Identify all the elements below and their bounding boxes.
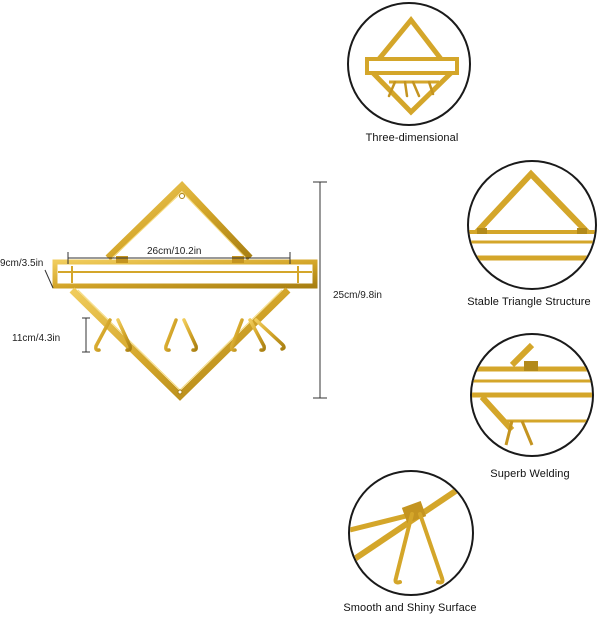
detail-smooth-shiny-surface	[348, 470, 474, 596]
lower-triangle-frame	[69, 287, 291, 401]
feature-caption: Three-dimensional	[365, 132, 459, 144]
main-product-view: 9cm/3.5in 26cm/10.2in 25cm/9.8in 11cm/4.…	[0, 170, 382, 410]
mounting-hole	[177, 389, 183, 395]
feature-caption: Stable Triangle Structure	[467, 296, 591, 308]
upper-triangle-frame	[105, 181, 253, 261]
surface-closeup	[350, 477, 472, 585]
height-dimension-label: 25cm/9.8in	[333, 290, 382, 301]
shelf-rack-illustration	[44, 181, 327, 401]
three-dimensional-closeup	[365, 15, 459, 116]
shelf-frame	[52, 259, 318, 289]
weld-bracket	[116, 256, 128, 263]
hook-length-dimension-label: 11cm/4.3in	[12, 333, 61, 344]
hooks	[94, 318, 286, 352]
width-dimension-label: 26cm/10.2in	[147, 246, 202, 257]
feature-caption: Superb Welding	[490, 468, 570, 480]
detail-stable-triangle	[467, 160, 597, 290]
weld-bracket	[232, 256, 244, 263]
triangle-structure-closeup	[469, 169, 595, 261]
detail-superb-welding	[470, 333, 594, 457]
welding-closeup	[472, 342, 592, 446]
detail-three-dimensional	[347, 2, 471, 126]
mounting-hole	[179, 193, 185, 199]
dimension-lines	[44, 181, 327, 399]
depth-dimension-label: 9cm/3.5in	[0, 258, 44, 269]
feature-caption: Smooth and Shiny Surface	[343, 602, 477, 614]
